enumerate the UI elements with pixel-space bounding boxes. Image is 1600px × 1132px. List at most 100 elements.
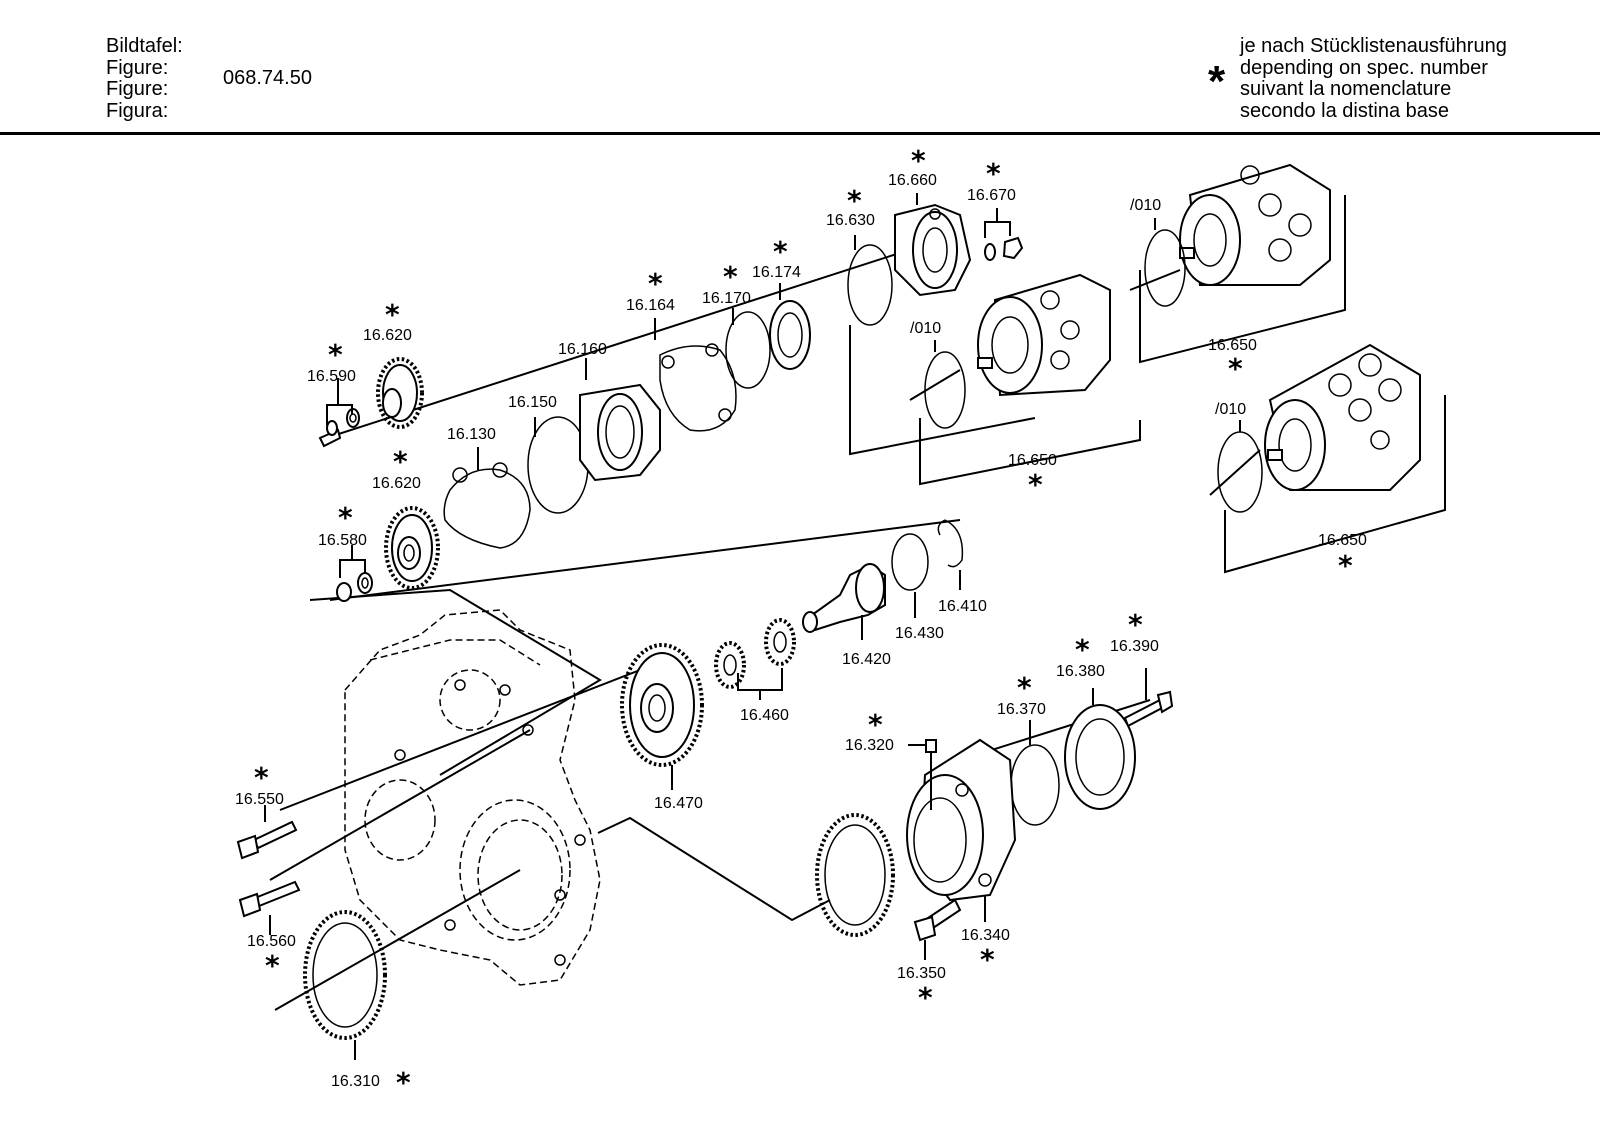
bolt-16550: [236, 820, 298, 860]
label-figure-en: Figure:: [106, 56, 169, 79]
label-16160: 16.160: [558, 341, 607, 358]
marker-16380: *: [1075, 633, 1090, 666]
marker-16340: *: [980, 943, 995, 976]
marker-16560: *: [265, 949, 280, 982]
spec-note-fr: suivant la nomenclature: [1240, 78, 1452, 100]
label-16630: 16.630: [826, 212, 875, 229]
label-16620-upper: 16.620: [363, 327, 412, 344]
marker-16670: *: [986, 157, 1001, 190]
oring-010-center: [924, 351, 966, 429]
nut-16670: [984, 236, 1024, 261]
marker-16650-lower: *: [1338, 549, 1353, 582]
ring-16430: [891, 533, 929, 591]
label-16320: 16.320: [845, 737, 894, 754]
label-16370: 16.370: [997, 701, 1046, 718]
label-16420: 16.420: [842, 651, 891, 668]
label-16430: 16.430: [895, 625, 944, 642]
marker-16320: *: [868, 708, 883, 741]
label-16650-center: 16.650: [1008, 452, 1057, 469]
label-16660: 16.660: [888, 172, 937, 189]
gear-16470: [620, 643, 704, 767]
label-16470: 16.470: [654, 795, 703, 812]
label-010-top: /010: [1130, 197, 1161, 214]
marker-16170: *: [723, 260, 738, 293]
bracket-16650-top: [1139, 195, 1346, 364]
label-16580: 16.580: [318, 532, 367, 549]
marker-16174: *: [773, 235, 788, 268]
label-16650-lower: 16.650: [1318, 532, 1367, 549]
marker-16310: *: [396, 1066, 411, 1099]
flange-16340: [906, 738, 1017, 902]
bracket-16650-center: [919, 418, 1141, 486]
label-16150: 16.150: [508, 394, 557, 411]
bolt-16390: [1123, 690, 1174, 728]
seal-16174: [769, 300, 811, 370]
label-bildtafel: Bildtafel:: [106, 35, 183, 57]
motor-16650-top: [1179, 163, 1331, 286]
marker-16620-upper: *: [385, 298, 400, 331]
marker-16350: *: [918, 981, 933, 1014]
marker-16550: *: [254, 761, 269, 794]
label-16310: 16.310: [331, 1073, 380, 1090]
marker-16390: *: [1128, 608, 1143, 641]
figure-number: 068.74.50: [223, 67, 312, 89]
gearring-16340-ring: [815, 813, 895, 937]
marker-16164: *: [648, 267, 663, 300]
spec-note-it: secondo la distina base: [1240, 99, 1450, 122]
label-16550: 16.550: [235, 791, 284, 808]
ring-16370: [1010, 744, 1060, 826]
housing-callout-line: [309, 588, 602, 776]
circlip-16410: [937, 519, 964, 568]
header-rule: [0, 132, 1600, 135]
label-16410: 16.410: [938, 598, 987, 615]
label-16164: 16.164: [626, 297, 675, 314]
label-16670: 16.670: [967, 187, 1016, 204]
bearing-16460: [714, 618, 796, 689]
marker-16660: *: [911, 144, 926, 177]
gear-16620-lower: [384, 506, 440, 590]
gasket-16130: [443, 462, 531, 549]
spec-note: je nach Stücklistenausführung depending …: [1240, 35, 1507, 122]
label-16590: 16.590: [307, 368, 356, 385]
label-16560: 16.560: [247, 933, 296, 950]
flange-16660: [894, 203, 972, 297]
transmission-housing: [344, 609, 601, 986]
marker-16370: *: [1017, 671, 1032, 704]
label-010-lower: /010: [1215, 401, 1246, 418]
spec-note-en: depending on spec. number: [1240, 56, 1488, 79]
ring-16170: [725, 311, 771, 389]
header-labels: Bildtafel: Figure: Figure: Figura:: [106, 35, 183, 122]
label-16340: 16.340: [961, 927, 1010, 944]
bracket-16650-lower: [1224, 395, 1446, 574]
cover-16380: [1064, 704, 1136, 810]
gear-16620-upper: [376, 357, 424, 429]
bracket-16650-group: [849, 325, 1036, 456]
part-labels: 16.660 16.670 16.630 16.174 16.170 16.16…: [235, 172, 1367, 1090]
label-16460: 16.460: [740, 707, 789, 724]
spec-markers: * * * * * * * * * * * * * * * * * * * * …: [254, 144, 1353, 1099]
ring-16630: [847, 244, 893, 326]
flange-16160: [579, 383, 661, 482]
motor-16650-center: [977, 273, 1111, 397]
marker-16630: *: [847, 184, 862, 217]
label-figure-fr: Figure:: [106, 78, 169, 100]
label-16170: 16.170: [702, 290, 751, 307]
bolt-16350: [913, 898, 962, 942]
note-asterisk: *: [1208, 57, 1226, 106]
label-16390: 16.390: [1110, 638, 1159, 655]
motor-16650-lower: [1264, 343, 1421, 491]
bolt-16560: [238, 880, 301, 918]
label-figura: Figura:: [106, 99, 169, 122]
marker-16620-lower: *: [393, 445, 408, 478]
oring-010-lower: [1217, 431, 1263, 513]
label-16130: 16.130: [447, 426, 496, 443]
nut-16580: [336, 572, 373, 602]
bolt-16590: [318, 408, 360, 448]
label-16650-top: 16.650: [1208, 337, 1257, 354]
label-16620-lower: 16.620: [372, 475, 421, 492]
marker-16590: *: [328, 338, 343, 371]
marker-16650-top: *: [1228, 352, 1243, 385]
assembly-axis-lines: [269, 239, 1261, 1011]
label-16174: 16.174: [752, 264, 801, 281]
